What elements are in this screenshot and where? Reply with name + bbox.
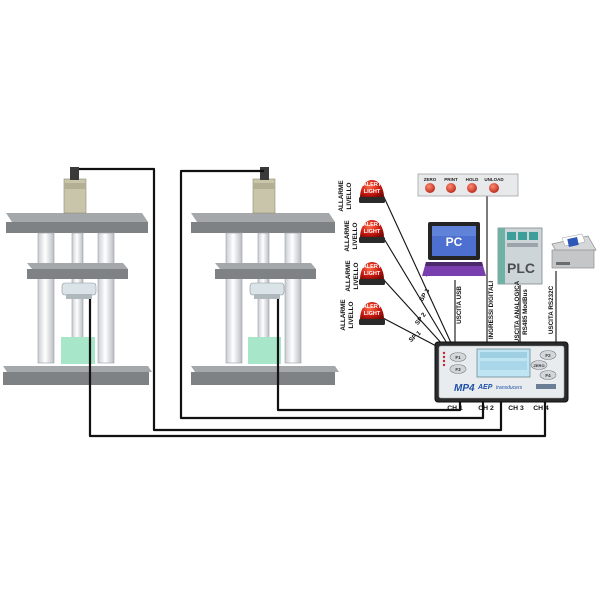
alarm-label-2-line1: ALLARME [344, 220, 351, 252]
button-label-zero: ZERO [424, 177, 437, 182]
hold-button [467, 183, 477, 193]
alarm-label-2-line2: LIVELLO [352, 222, 359, 249]
plc-label: PLC [507, 260, 535, 276]
alarm-labels: ALLARME LIVELLO ALLARME LIVELLO ALLARME … [338, 180, 360, 331]
load-cell-right [249, 282, 285, 296]
press-left-base-plate [3, 372, 149, 385]
load-sample-right [248, 337, 281, 364]
channel-label-ch4: CH 4 [533, 405, 549, 412]
channel-label-ch1: CH 1 [447, 405, 463, 412]
plc-unit: PLC [497, 227, 543, 285]
cable-ch1 [276, 299, 462, 412]
beacon-3-text-top: ALERT [363, 264, 382, 270]
alarm-label-3-line2: LIVELLO [353, 262, 360, 289]
channel-labels: CH 1 CH 2 CH 3 CH 4 [447, 405, 549, 412]
key-f4-label: F4 [545, 373, 551, 378]
signal-wires [382, 194, 557, 349]
printer [551, 233, 597, 269]
setpoint-label-2: SP 2 [414, 311, 428, 326]
cable-ch3 [79, 167, 503, 432]
beacon-4-text-top: ALERT [363, 304, 382, 310]
key-zero-label: ZERO [533, 363, 544, 368]
press-left-top-plate [6, 222, 148, 233]
button-panel: ZERO PRINT HOLD UNLOAD [417, 173, 519, 197]
press-right-base-plate [191, 372, 335, 385]
key-f1-label: F1 [455, 355, 461, 360]
indicator-brand: AEP [477, 384, 493, 391]
indicator-model-label: MP4 [454, 383, 475, 394]
cable-ch2 [179, 169, 485, 420]
key-f2-label: F2 [545, 353, 551, 358]
press-right-top-plate [191, 222, 335, 233]
key-f2 [539, 350, 557, 360]
beacon-2-text-bottom: LIGHT [364, 229, 381, 235]
alarm-label-4-line1: ALLARME [340, 299, 347, 331]
pc-laptop: PC [422, 222, 486, 276]
channel-label-ch2: CH 2 [478, 405, 494, 412]
output-label-usb: USCITA USB [456, 286, 463, 324]
beacon-2-text-top: ALERT [363, 222, 382, 228]
key-f1 [449, 352, 467, 362]
button-label-print: PRINT [444, 177, 458, 182]
beacon-1-text-bottom: LIGHT [364, 189, 381, 195]
alert-beacon-1: ALERT LIGHT [359, 180, 385, 203]
output-labels: USCITA USB INGRESSI DIGITALI USCITA ANAL… [456, 280, 555, 343]
press-left-ram-plate [27, 269, 128, 279]
beacon-4-text-bottom: LIGHT [364, 311, 381, 317]
cable-ch4 [88, 299, 547, 438]
unload-button [489, 183, 499, 193]
print-button [446, 183, 456, 193]
key-f4 [539, 370, 557, 380]
button-label-hold: HOLD [466, 177, 479, 182]
channel-label-ch3: CH 3 [508, 405, 524, 412]
alarm-label-4-line2: LIVELLO [348, 301, 355, 328]
alarm-label-1-line2: LIVELLO [346, 182, 353, 209]
alarm-label-3-line1: ALLARME [345, 260, 352, 292]
output-label-digital-inputs: INGRESSI DIGITALI [488, 281, 495, 340]
mp4-indicator: F1 F3 F2 F4 ZERO MP4 AEP transducers [434, 341, 569, 403]
zero-button [425, 183, 435, 193]
beacon-1-text-top: ALERT [363, 182, 382, 188]
alarm-label-1-line1: ALLARME [338, 180, 345, 212]
press-right [191, 167, 339, 385]
pc-label: PC [446, 235, 463, 249]
output-label-modbus: RS485 ModBus [522, 289, 529, 335]
output-label-analog: USCITA ANALOGICA [514, 280, 521, 343]
alert-beacon-2: ALERT LIGHT [359, 220, 385, 243]
press-left [3, 167, 152, 385]
alert-beacon-3: ALERT LIGHT [359, 262, 385, 285]
cables [79, 167, 547, 438]
key-f3-label: F3 [455, 367, 461, 372]
indicator-brand-sub: transducers [496, 385, 523, 391]
press-right-ram-plate [215, 269, 316, 279]
alert-beacon-4: ALERT LIGHT [359, 302, 385, 325]
beacon-3-text-bottom: LIGHT [364, 271, 381, 277]
output-label-rs232: USCITA RS232C [548, 285, 555, 334]
button-label-unload: UNLOAD [484, 177, 504, 182]
key-zero [530, 360, 548, 370]
key-f3 [449, 364, 467, 374]
load-cell-left [61, 282, 97, 296]
